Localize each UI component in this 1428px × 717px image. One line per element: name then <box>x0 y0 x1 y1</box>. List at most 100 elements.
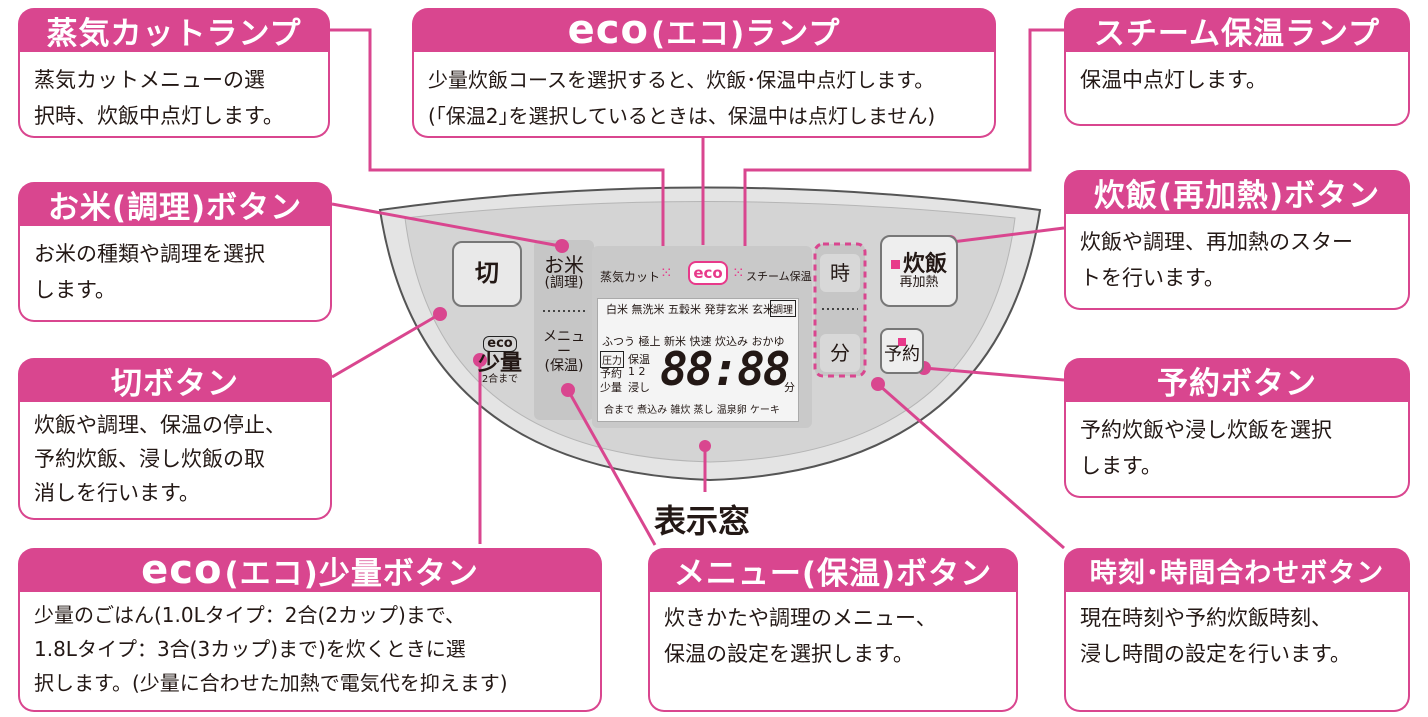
lcd-small: 少量 <box>600 381 622 394</box>
callout-line: 保温の設定を選択します。 <box>664 642 914 666</box>
indicator-eco-lamp: eco <box>688 261 728 285</box>
callout-title: 炊飯(再加熱)ボタン <box>1064 170 1410 214</box>
callout-line: 炊飯や調理、再加熱のスター <box>1080 230 1353 254</box>
lcd-keep-warm: 保温 <box>628 353 650 366</box>
callout-line: します。 <box>34 278 116 302</box>
eco-small-badge: eco <box>483 336 517 353</box>
eco-mark: eco <box>141 547 223 593</box>
callout-timer-button: 予約ボタン 予約炊飯や浸し炊飯を選択 します。 <box>1064 358 1410 498</box>
leader-dot-display <box>699 440 711 452</box>
leader-dot-eco-small <box>473 353 487 367</box>
indicator-steam-cut-lamp: ⁙ <box>660 264 673 282</box>
timer-lamp <box>898 337 906 346</box>
callout-body: 少量炊飯コースを選択すると、炊飯･保温中点灯します。 (｢保温2｣を選択している… <box>412 52 996 138</box>
callout-line: 消しを行います。 <box>34 481 200 505</box>
callout-line: 択時、炊飯中点灯します。 <box>34 104 284 128</box>
left-key-strip <box>534 240 594 420</box>
indicator-steam-keep-label: スチーム保温 <box>746 270 812 283</box>
callout-eco-small-button: eco(エコ)少量ボタン 少量のごはん(1.0Lタイプ：2合(2カップ)まで、 … <box>18 547 602 712</box>
callout-line: 択します。(少量に合わせた加熱で電気代を抑えます) <box>34 671 508 695</box>
menu-button-sublabel: (保温) <box>544 358 584 375</box>
callout-title: 予約ボタン <box>1064 358 1410 402</box>
display-window-label: 表示窓 <box>654 502 751 540</box>
callout-body: 蒸気カットメニューの選 択時、炊飯中点灯します。 <box>18 52 330 138</box>
off-button[interactable]: 切 <box>452 241 522 307</box>
callout-title: スチーム保温ランプ <box>1064 8 1410 52</box>
callout-title: お米(調理)ボタン <box>18 182 332 226</box>
leader-dot-off <box>433 307 447 321</box>
callout-title: 切ボタン <box>18 358 332 402</box>
hour-button-label: 時 <box>830 260 850 285</box>
eco-small-label: 少量 <box>477 351 522 377</box>
off-button-label: 切 <box>475 259 499 288</box>
cook-button-sublabel: 再加熱 <box>899 274 939 290</box>
callout-line: 予約炊飯や浸し炊飯を選択 <box>1080 418 1332 442</box>
callout-line: トを行います。 <box>1080 266 1225 290</box>
callout-title-rest: (エコ)ランプ <box>650 15 841 52</box>
minute-button[interactable]: 分 <box>820 334 860 372</box>
callout-line: 炊きかたや調理のメニュー、 <box>664 606 937 630</box>
callout-body: 現在時刻や予約炊飯時刻、 浸し時間の設定を行います。 <box>1064 592 1410 712</box>
lcd-menu-row1: ふつう 極上 新米 快速 炊込み おかゆ <box>602 335 785 348</box>
callout-body: 炊飯や調理、保温の停止、 予約炊飯、浸し炊飯の取 消しを行います。 <box>18 402 332 520</box>
callout-steam-keep-lamp: スチーム保温ランプ 保温中点灯します。 <box>1064 8 1410 126</box>
leader-menu <box>566 389 657 546</box>
callout-title: eco(エコ)ランプ <box>412 7 996 53</box>
callout-off-button: 切ボタン 炊飯や調理、保温の停止、 予約炊飯、浸し炊飯の取 消しを行います。 <box>18 358 332 520</box>
hour-button[interactable]: 時 <box>820 254 860 292</box>
lcd-menu-row3: 合まで 煮込み 雑炊 蒸し 温泉卵 ケーキ <box>604 405 780 416</box>
callout-line: 1.8Lタイプ：3合(3カップ)まで)を炊くときに選 <box>34 637 466 661</box>
eco-small-button[interactable]: eco 少量 2合まで <box>475 330 525 392</box>
indicator-steam-cut-label: 蒸気カット <box>600 270 661 284</box>
leader-dot-menu <box>561 383 575 397</box>
callout-line: 少量炊飯コースを選択すると、炊飯･保温中点灯します。 <box>428 68 935 92</box>
lcd-digits: 88:88 <box>660 342 790 396</box>
lcd-rice-types-tag: 調理 <box>770 300 796 317</box>
cook-button-label: 炊飯 <box>902 251 947 277</box>
callout-line: 少量のごはん(1.0Lタイプ：2合(2カップ)まで、 <box>34 603 466 627</box>
rice-button-sublabel: (調理) <box>544 275 584 292</box>
leader-rice <box>331 202 561 248</box>
menu-button[interactable]: メニュー (保温) <box>538 330 590 374</box>
callout-eco-lamp: eco(エコ)ランプ 少量炊飯コースを選択すると、炊飯･保温中点灯します。 (｢… <box>412 7 996 138</box>
leader-cook <box>951 226 1065 244</box>
callout-body: 炊飯や調理、再加熱のスター トを行います。 <box>1064 214 1410 310</box>
indicator-steam-keep-lamp: ⁙ <box>732 264 745 282</box>
rice-button[interactable]: お米 (調理) <box>538 248 590 298</box>
callout-line: 浸し時間の設定を行います。 <box>1080 642 1351 666</box>
leader-off <box>331 312 441 379</box>
lcd-reserve: 予約 <box>600 367 622 380</box>
callout-title: 時刻･時間合わせボタン <box>1064 548 1410 592</box>
leader-dot-rice <box>555 239 569 253</box>
callout-body: 予約炊飯や浸し炊飯を選択 します。 <box>1064 402 1410 498</box>
leader-time-set <box>879 384 1065 550</box>
callout-cook-button: 炊飯(再加熱)ボタン 炊飯や調理、再加熱のスター トを行います。 <box>1064 170 1410 310</box>
callout-body: お米の種類や調理を選択 します。 <box>18 226 332 322</box>
lcd-rice-types: 白米 無洗米 五穀米 発芽玄米 玄米 <box>606 303 774 316</box>
cook-button[interactable]: 炊飯 再加熱 <box>880 235 958 307</box>
leader-dot-time-set <box>871 377 885 391</box>
callout-time-set-button: 時刻･時間合わせボタン 現在時刻や予約炊飯時刻、 浸し時間の設定を行います。 <box>1064 548 1410 712</box>
callout-line: お米の種類や調理を選択 <box>34 242 265 266</box>
callout-line: 炊飯や調理、保温の停止、 <box>34 413 286 437</box>
lcd-minutes-unit: 分 <box>784 381 795 394</box>
callout-body: 保温中点灯します。 <box>1064 52 1410 126</box>
callout-title-rest: (エコ)少量ボタン <box>224 555 479 592</box>
rice-button-label: お米 <box>544 253 584 278</box>
callout-body: 炊きかたや調理のメニュー、 保温の設定を選択します。 <box>648 592 1018 712</box>
leader-timer <box>923 366 1065 382</box>
callout-menu-button: メニュー(保温)ボタン 炊きかたや調理のメニュー、 保温の設定を選択します。 <box>648 548 1018 712</box>
minute-button-label: 分 <box>830 340 850 365</box>
lcd-soak: 浸し <box>628 381 650 394</box>
callout-title: 蒸気カットランプ <box>18 8 330 52</box>
leader-steam-keep <box>743 28 1064 248</box>
lcd-reserve-num: 1 2 <box>628 365 646 378</box>
callout-line: (｢保温2｣を選択しているときは、保温中は点灯しません) <box>428 104 936 128</box>
callout-line: 蒸気カットメニューの選 <box>34 68 265 92</box>
menu-button-label: メニュー <box>543 328 585 360</box>
callout-steam-cut-lamp: 蒸気カットランプ 蒸気カットメニューの選 択時、炊飯中点灯します。 <box>18 8 330 138</box>
lcd-pressure: 圧力 <box>600 351 624 368</box>
timer-button[interactable]: 予約 <box>880 328 924 374</box>
cook-lamp <box>890 259 900 269</box>
leader-steam-cut <box>330 28 665 248</box>
